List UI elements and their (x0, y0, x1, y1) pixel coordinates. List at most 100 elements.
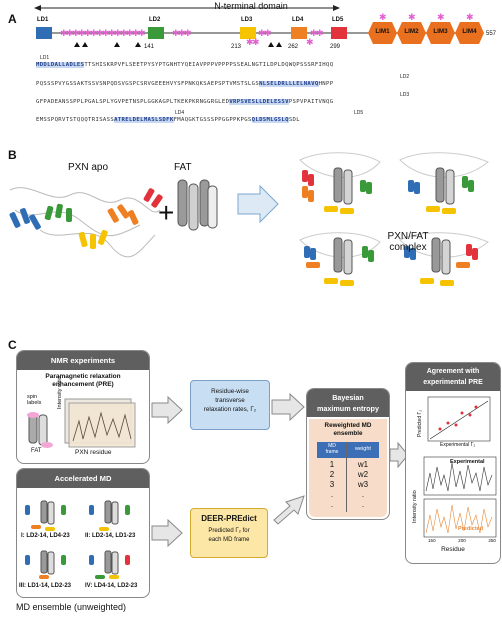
frame-1: 1 (329, 460, 335, 469)
seq-label-ld4: LD4 (175, 110, 185, 116)
seq-label-ld2: LD2 (400, 74, 410, 80)
pxn-apo-helices (9, 188, 163, 249)
residue-299: 299 (330, 44, 341, 50)
lim4-label: LIM4 (462, 28, 477, 35)
svg-text:✱: ✱ (437, 12, 445, 22)
svg-text:✱: ✱ (138, 28, 146, 38)
seq-ld4: ATRELDELMASLSDFK (114, 117, 174, 123)
complex-1 (299, 152, 381, 214)
nmr-fat-label: FAT (31, 448, 42, 454)
frame-3: 3 (329, 480, 335, 489)
svg-text:✱: ✱ (178, 28, 186, 38)
ld3-label: LD3 (241, 17, 253, 23)
svg-text:✱: ✱ (120, 28, 128, 38)
ld4-box (291, 27, 307, 39)
agreement-intensity-label: Intensity ratio (412, 490, 418, 523)
domain-architecture: ✱✱✱✱ ✱✱✱✱ ✱✱✱✱ ✱✱ ✱✱✱ ✱✱ ✱✱ ✱✱ ✱ ✱✱✱✱ (34, 5, 484, 47)
residue-axis-label: Residue (441, 546, 465, 553)
seq-ld1: MDDLDALLADLES (36, 62, 85, 68)
weight-column: w1 w2 w3 . . (349, 460, 377, 510)
arrow-left-head (34, 5, 41, 11)
svg-text:✱: ✱ (96, 28, 104, 38)
col-weight: weight (355, 446, 371, 452)
reweighted-label: Reweighted MD ensemble (324, 422, 372, 437)
svg-text:✱: ✱ (114, 28, 122, 38)
agreement-title: Agreement with experimental PRE (406, 363, 500, 391)
sequence-line-1: MDDLDALLADLESTTSHISKRPVFLSEETPYSYPTGNHTY… (36, 62, 334, 68)
svg-text:✱: ✱ (408, 12, 416, 22)
phospho-stars: ✱✱✱✱ ✱✱✱✱ ✱✱✱✱ ✱✱ ✱✱✱ ✱✱ ✱✱ ✱✱ ✱ ✱✱✱✱ (60, 12, 474, 47)
md-structure-2 (89, 500, 130, 531)
svg-text:✱: ✱ (172, 28, 180, 38)
svg-text:✱: ✱ (84, 28, 92, 38)
weight-1: w1 (357, 460, 369, 469)
experimental-axis-label: Experimental Γ₂ (440, 442, 476, 448)
relaxation-rates-box: Residue-wise transverse relaxation rates… (190, 380, 270, 430)
triangle-markers (74, 42, 282, 47)
table-header (317, 442, 379, 458)
pxn-apo-label: PXN apo (68, 162, 109, 173)
svg-text:✱: ✱ (316, 28, 324, 38)
complex-3 (299, 232, 381, 286)
md-ensemble-structures (25, 500, 130, 579)
fat-label: FAT (174, 162, 192, 173)
svg-text:✱: ✱ (310, 28, 318, 38)
sequence-line-3: GFPADEANSSPPLPGALSPLYGVPETNSPLGGKAGPLTKE… (36, 99, 334, 105)
svg-text:✱: ✱ (306, 37, 314, 47)
sequence-line-2: PQSSSPVYGSSAKTSSVSNPQDSVGSPCSRVGEEEHVYSF… (36, 81, 334, 87)
svg-text:✱: ✱ (264, 28, 272, 38)
panel-label-b: B (8, 148, 17, 162)
table-divider (346, 442, 347, 512)
accelerated-md-title: Accelerated MD (17, 469, 149, 488)
spin-labels-text: spin labels (27, 394, 42, 406)
fat-helix-bundle (177, 179, 218, 231)
ld2-box (148, 27, 164, 39)
predicted-axis-label: Predicted Γ₂ (417, 409, 423, 437)
arrow-deer-to-bayesian (273, 495, 305, 525)
md-ensemble-label: MD ensemble (unweighted) (16, 602, 127, 612)
svg-text:✱: ✱ (72, 28, 80, 38)
residue-262: 262 (288, 44, 299, 50)
col-md-frame: MD frame (325, 443, 339, 455)
svg-text:✱: ✱ (258, 28, 266, 38)
seq-ld5: QLDSMLGSLQ (251, 117, 289, 123)
residue-ticks: 150 200 250 (428, 538, 496, 543)
svg-text:✱: ✱ (102, 28, 110, 38)
residue-141: 141 (144, 44, 155, 50)
pre-subtitle: Paramagnetic relaxation enhancement (PRE… (45, 373, 121, 388)
complex-4 (399, 232, 489, 286)
arrow-bayesian-to-agreement (389, 441, 409, 469)
svg-text:✱: ✱ (246, 37, 254, 47)
svg-text:✱: ✱ (90, 28, 98, 38)
panel-label-c: C (8, 338, 17, 352)
ld1-box (36, 27, 52, 39)
experimental-legend: Experimental (450, 459, 485, 465)
arrow-md-to-deer (151, 518, 183, 548)
nmr-title: NMR experiments (17, 351, 149, 370)
ld4-label: LD4 (292, 17, 304, 23)
frame-column: 1 2 3 . . (319, 460, 345, 510)
svg-text:✱: ✱ (108, 28, 116, 38)
sequence-line-4: EMSSPQRVTSTQQQTRISASSATRELDELMASLSDFKFMA… (36, 117, 300, 123)
ld5-label: LD5 (332, 17, 344, 23)
ld1-label: LD1 (37, 17, 49, 23)
md-label-4: IV: LD4-14, LD2-23 (85, 583, 138, 589)
lim4-hex (455, 22, 484, 44)
seq-ld3: VRPSVESLLDELESSV (229, 99, 289, 105)
svg-text:✱: ✱ (184, 28, 192, 38)
reweighted-ensemble-panel (309, 419, 387, 517)
complex-label: PXN/FAT complex (387, 231, 429, 253)
md-label-3: III: LD1-14, LD2-23 (19, 583, 72, 589)
nmr-illustration (27, 398, 136, 448)
nmr-experiments-box: NMR experiments Paramagnetic relaxation … (16, 350, 150, 464)
agreement-box: Agreement with experimental PRE Predicte… (405, 362, 501, 564)
ld3-box (240, 27, 256, 39)
ld2-label: LD2 (149, 17, 161, 23)
lim-domains (368, 22, 484, 44)
deer-predict-box: DEER-PREdict Predicted Γ₂ for each MD fr… (190, 508, 268, 558)
md-structure-4 (89, 550, 130, 579)
svg-text:✱: ✱ (252, 37, 260, 47)
panel-b-structures: + (9, 152, 489, 286)
complex-2 (399, 152, 489, 214)
accelerated-md-box: Accelerated MD I: LD2-14, LD4-23 II: LD2… (16, 468, 150, 598)
